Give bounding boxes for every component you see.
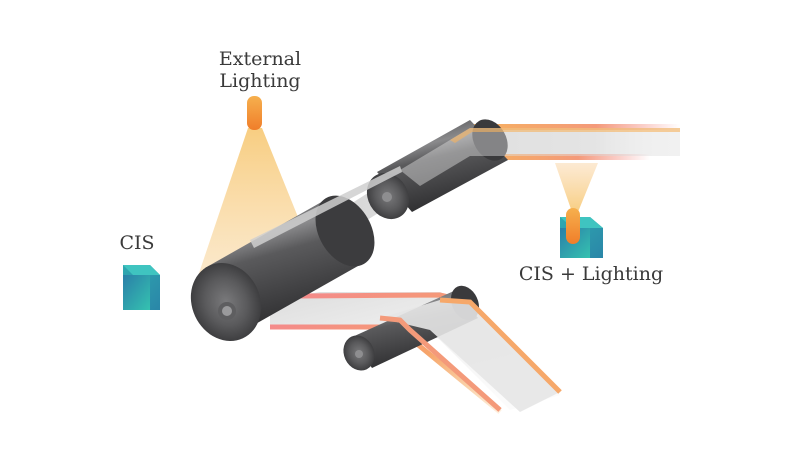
cis-sensor-icon xyxy=(123,265,160,310)
cis-light-beam xyxy=(555,163,598,212)
cis-lighting-label: CIS + Lighting xyxy=(518,263,664,285)
main-roller xyxy=(190,195,375,341)
external-light-beam xyxy=(196,128,300,282)
cis-lamp-icon xyxy=(566,208,580,244)
external-lamp-icon xyxy=(247,96,262,130)
external-lighting-label-line2: Lighting xyxy=(219,70,301,92)
cis-label: CIS xyxy=(119,232,155,254)
external-lighting-label-line1: External xyxy=(218,48,302,70)
external-lighting-label: External Lighting xyxy=(205,48,315,92)
cis-lighting-sensor-icon xyxy=(560,208,603,258)
